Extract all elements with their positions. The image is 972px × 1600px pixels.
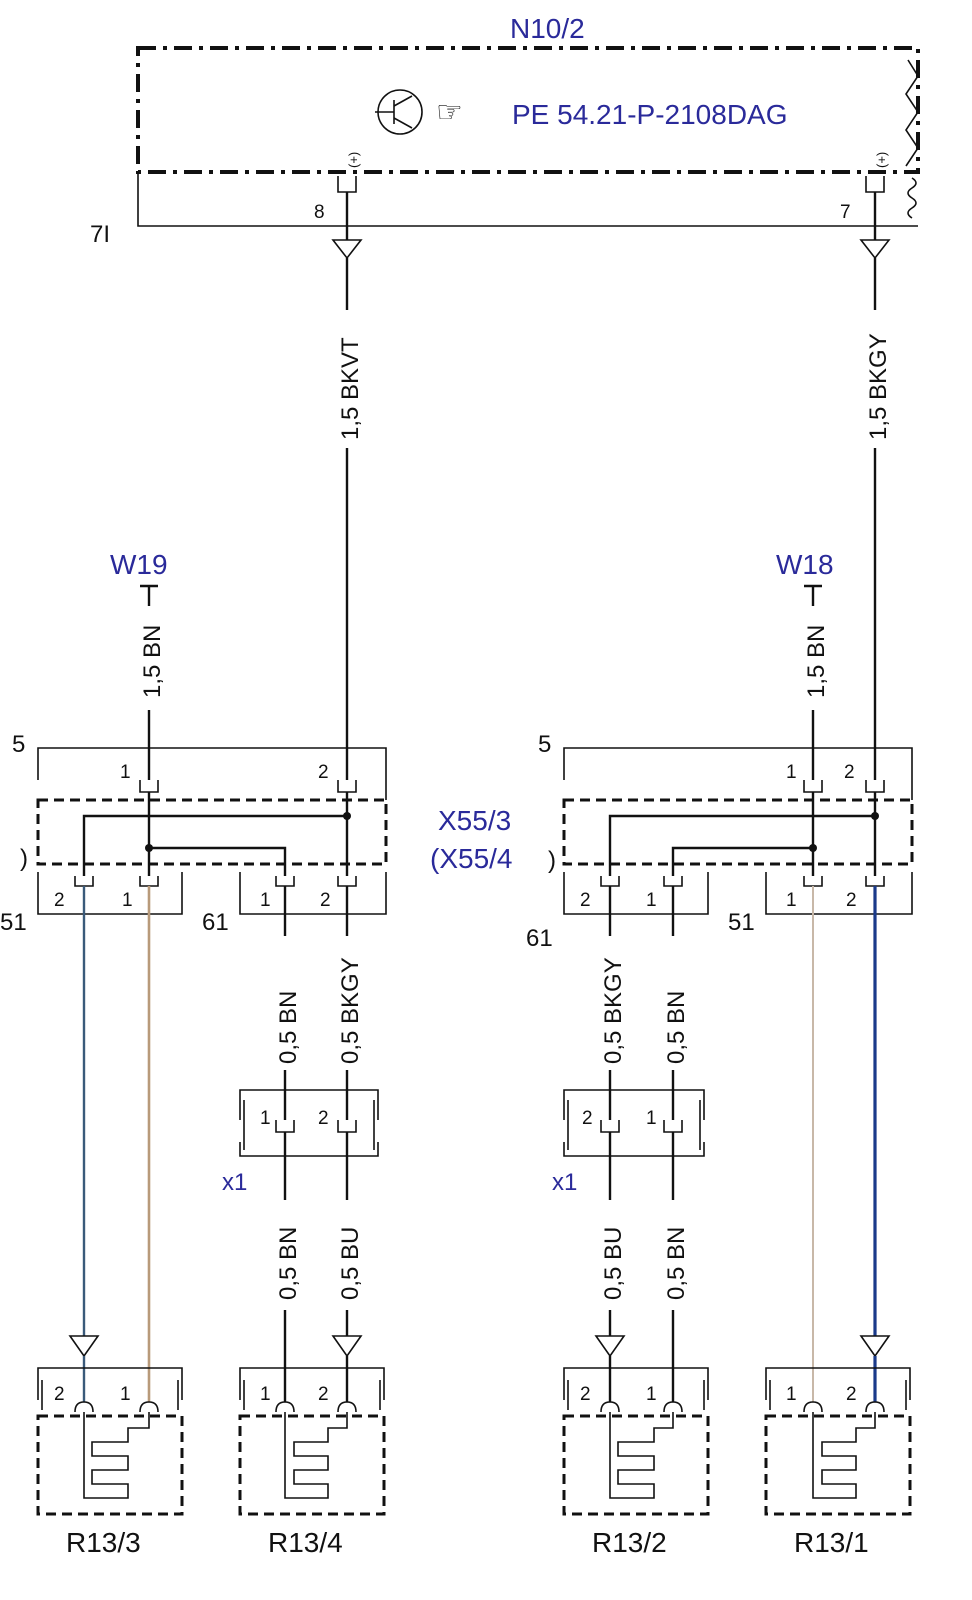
svg-text:7: 7 xyxy=(840,202,851,223)
svg-text:R13/3: R13/3 xyxy=(66,1527,141,1558)
svg-text:1: 1 xyxy=(646,890,657,911)
module-box xyxy=(136,46,920,174)
svg-text:61: 61 xyxy=(202,909,229,936)
wire-arrow-icon xyxy=(331,239,363,260)
heater-r13-4: 1 2 R13/4 xyxy=(238,1367,386,1558)
x1-left-connector: 1 2 xyxy=(239,1089,379,1157)
svg-text:1: 1 xyxy=(260,1108,271,1129)
wire-label-bkvt: 1,5 BKVT xyxy=(337,337,364,440)
ground-w19-symbol xyxy=(140,584,158,606)
svg-text:2: 2 xyxy=(846,1384,857,1405)
transistor-icon xyxy=(375,89,423,135)
svg-text:2: 2 xyxy=(844,762,855,783)
svg-text:2: 2 xyxy=(580,890,591,911)
svg-text:2: 2 xyxy=(320,890,331,911)
svg-text:51: 51 xyxy=(728,909,755,936)
module-id: N10/2 xyxy=(510,13,585,44)
left-connector-block: 5 1 2 ) 51 2 1 61 1 2 xyxy=(0,731,388,936)
svg-text:2: 2 xyxy=(318,1108,329,1129)
svg-text:5: 5 xyxy=(12,731,25,758)
wire-label-mid-left-bn: 0,5 BN xyxy=(275,991,302,1064)
wire-label-mid-right-bn: 0,5 BN xyxy=(663,991,690,1064)
svg-text:(+): (+) xyxy=(346,152,361,168)
wire-label-w19: 1,5 BN xyxy=(139,625,166,698)
wire-arrow-icon xyxy=(68,1335,100,1358)
svg-text:2: 2 xyxy=(582,1108,593,1129)
svg-text:1: 1 xyxy=(646,1384,657,1405)
svg-text:1: 1 xyxy=(786,890,797,911)
svg-text:2: 2 xyxy=(54,1384,65,1405)
ground-w19-label: W19 xyxy=(110,549,168,580)
wire-label-low-right-bn: 0,5 BN xyxy=(663,1227,690,1300)
module-housing-line xyxy=(137,172,918,227)
svg-text:1: 1 xyxy=(120,762,131,783)
svg-text:1: 1 xyxy=(786,1384,797,1405)
svg-text:2: 2 xyxy=(318,762,329,783)
x1-right-label: x1 xyxy=(552,1169,577,1196)
connector-name-alt: (X55/4 xyxy=(430,843,513,874)
x1-left-label: x1 xyxy=(222,1169,247,1196)
wire-label-mid-left-bkgy: 0,5 BKGY xyxy=(337,957,364,1064)
wire-arrow-icon xyxy=(859,239,891,260)
module-pin-7: (+) 7 xyxy=(840,152,889,223)
svg-text:2: 2 xyxy=(580,1384,591,1405)
svg-text:2: 2 xyxy=(846,890,857,911)
heater-r13-2: 2 1 R13/2 xyxy=(562,1367,710,1558)
svg-text:51: 51 xyxy=(0,909,27,936)
module-break-mark xyxy=(905,59,919,167)
pointing-hand-icon: ☞ xyxy=(436,96,463,129)
wire-label-mid-right-bkgy: 0,5 BKGY xyxy=(600,957,627,1064)
wire-arrow-icon xyxy=(859,1335,891,1358)
module-pin-8: (+) 8 xyxy=(314,152,361,223)
svg-text:8: 8 xyxy=(314,202,325,223)
wire-label-low-right-bu: 0,5 BU xyxy=(600,1227,627,1300)
wire-label-low-left-bu: 0,5 BU xyxy=(337,1227,364,1300)
wire-arrow-icon xyxy=(594,1335,626,1358)
svg-text:): ) xyxy=(20,845,28,872)
ground-w18-symbol xyxy=(804,584,822,606)
svg-text:(+): (+) xyxy=(874,152,889,168)
svg-text:61: 61 xyxy=(526,925,553,952)
svg-text:1: 1 xyxy=(260,890,271,911)
ground-w18-label: W18 xyxy=(776,549,834,580)
module-ground-label: 7I xyxy=(90,221,110,248)
module-reference: PE 54.21-P-2108DAG xyxy=(512,99,788,130)
wire-label-w18: 1,5 BN xyxy=(803,625,830,698)
connector-name: X55/3 xyxy=(438,805,511,836)
heater-r13-3: 2 1 R13/3 xyxy=(36,1367,184,1558)
svg-text:1: 1 xyxy=(786,762,797,783)
svg-text:5: 5 xyxy=(538,731,551,758)
wire-label-low-left-bn: 0,5 BN xyxy=(275,1227,302,1300)
svg-text:1: 1 xyxy=(122,890,133,911)
svg-text:R13/2: R13/2 xyxy=(592,1527,667,1558)
right-connector-block: 5 1 2 61 2 1 51 1 2 xyxy=(526,731,914,952)
svg-text:R13/1: R13/1 xyxy=(794,1527,869,1558)
svg-text:1: 1 xyxy=(260,1384,271,1405)
svg-text:R13/4: R13/4 xyxy=(268,1527,343,1558)
svg-text:1: 1 xyxy=(646,1108,657,1129)
wire-arrow-icon xyxy=(331,1335,363,1358)
connector-bracket: ) xyxy=(548,847,556,874)
svg-text:2: 2 xyxy=(54,890,65,911)
x1-right-connector: 2 1 xyxy=(563,1089,705,1157)
svg-text:2: 2 xyxy=(318,1384,329,1405)
wire-label-bkgy: 1,5 BKGY xyxy=(865,333,892,440)
heater-r13-1: 1 2 R13/1 xyxy=(764,1367,912,1558)
svg-text:1: 1 xyxy=(120,1384,131,1405)
module-shield-mark xyxy=(907,177,917,219)
